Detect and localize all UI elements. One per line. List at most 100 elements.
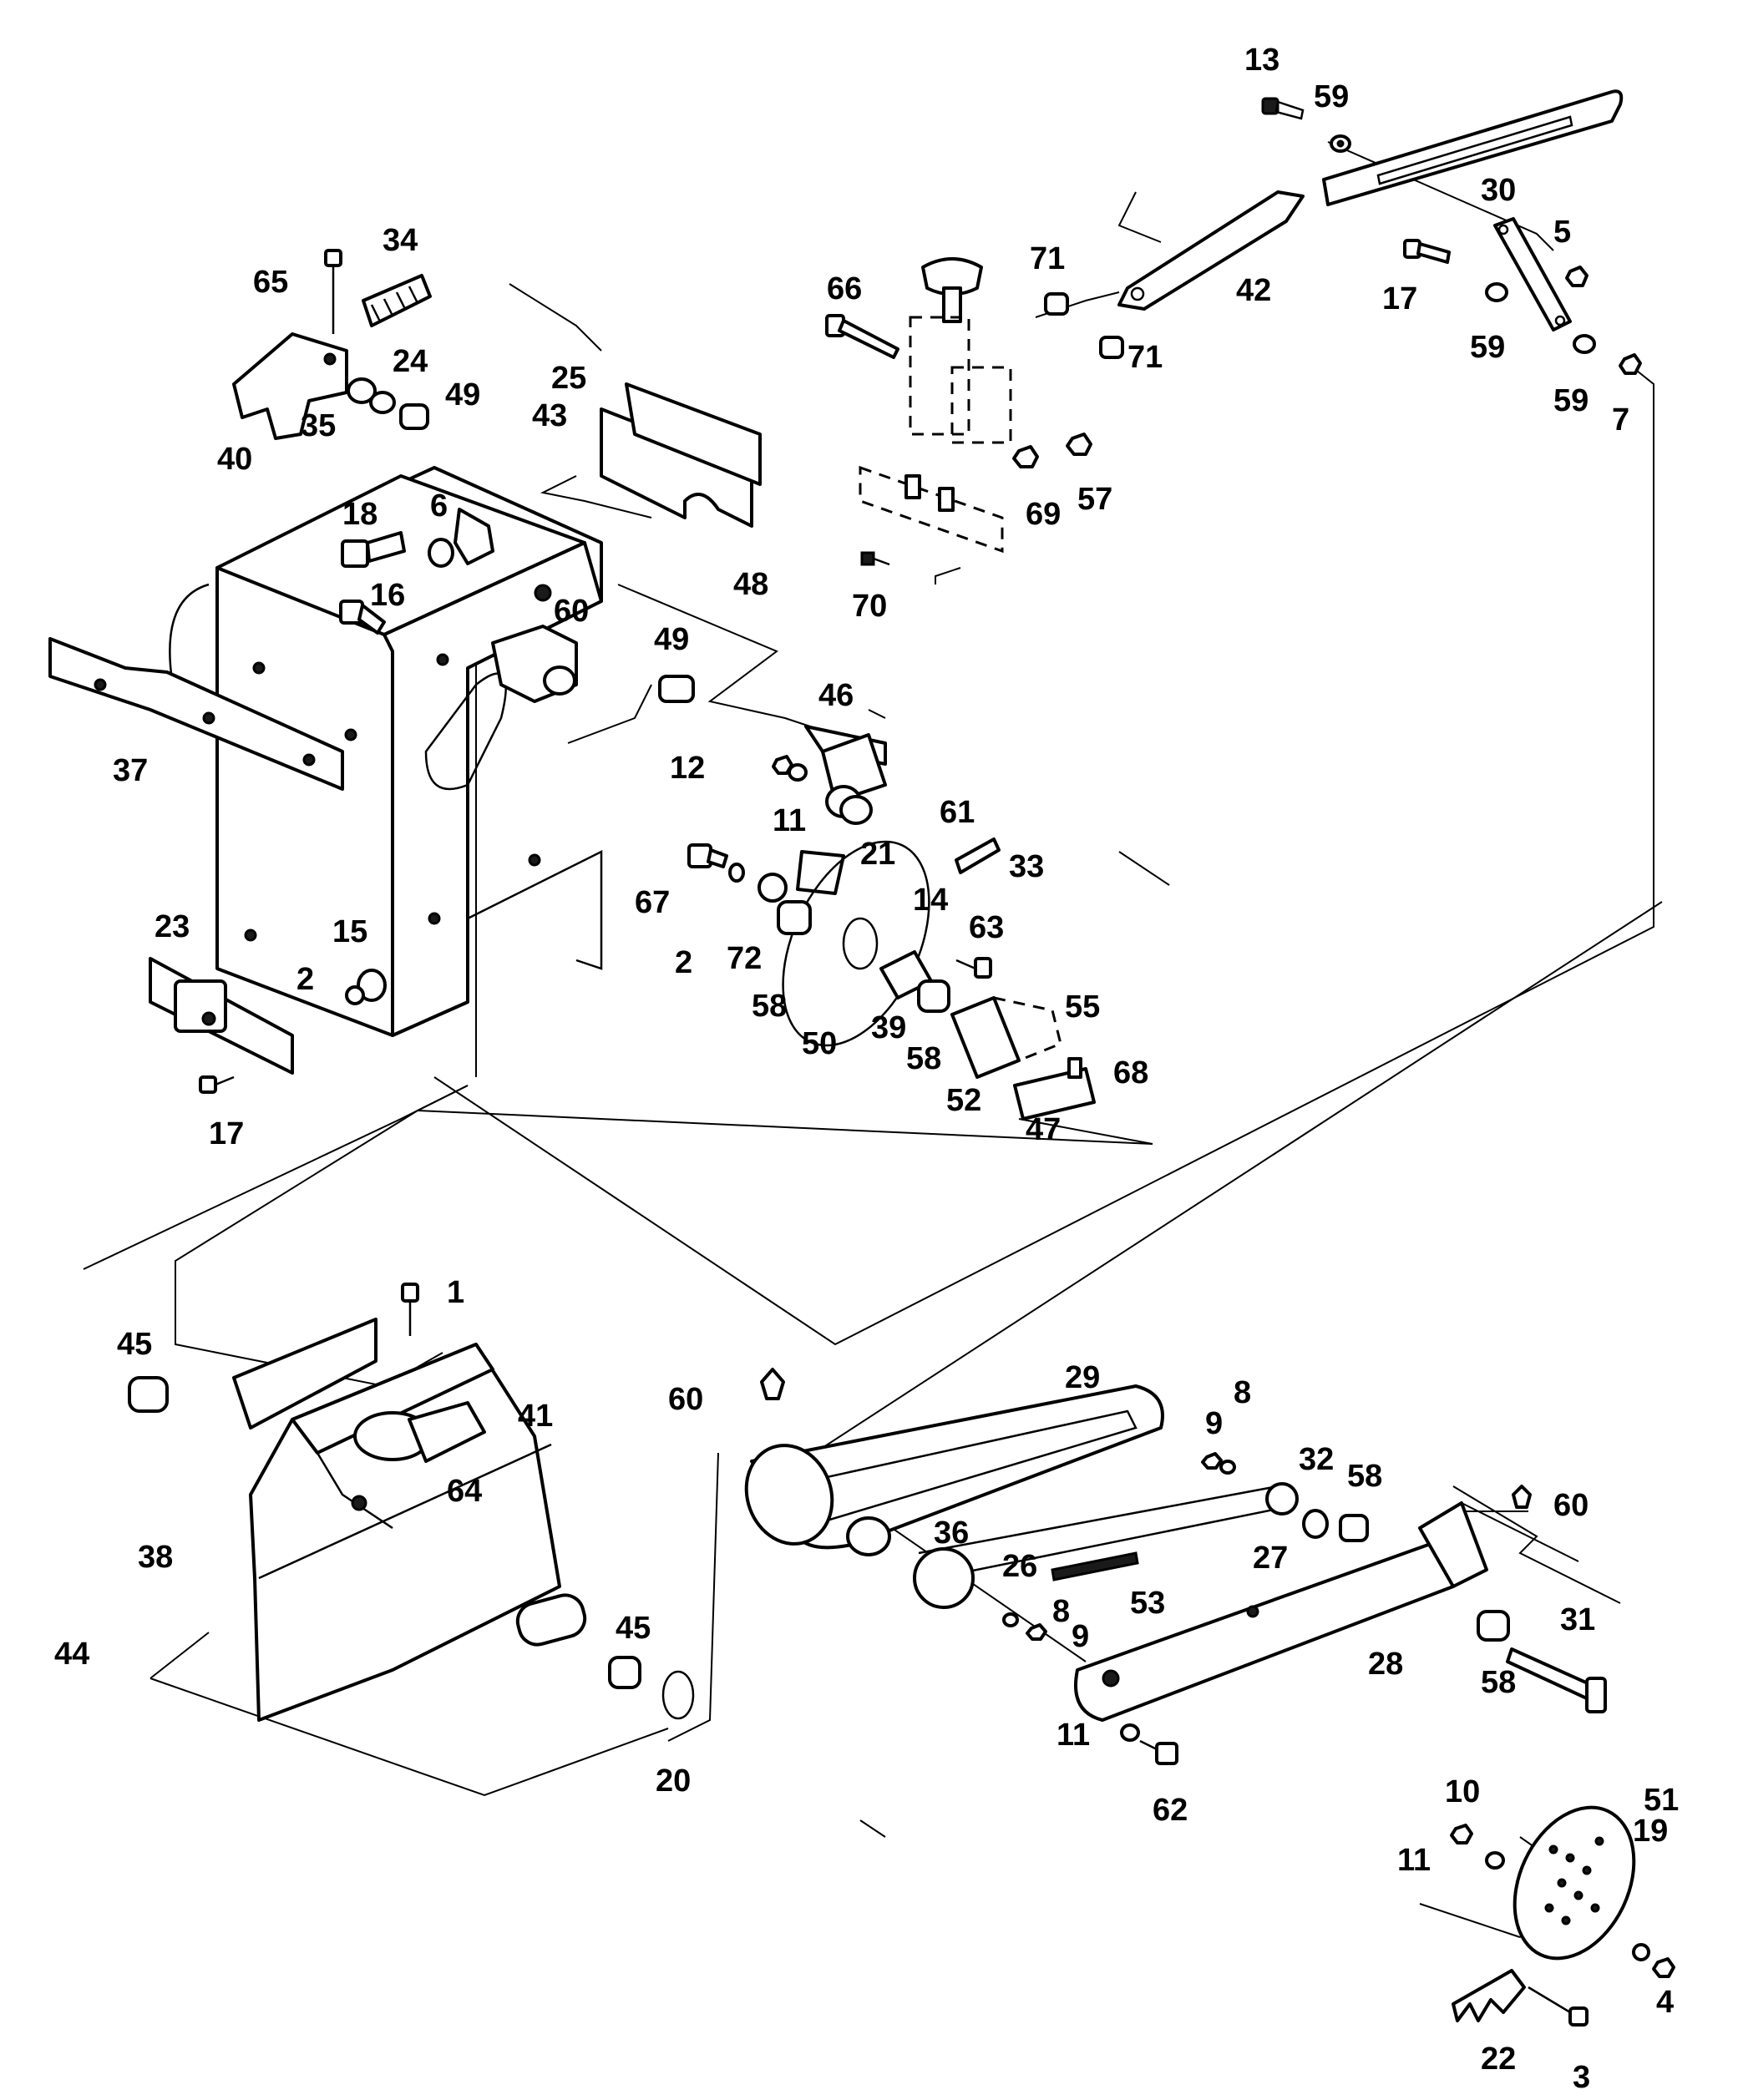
label-28: 28 (1368, 1647, 1403, 1682)
label-38: 38 (138, 1540, 173, 1575)
label-43: 43 (532, 398, 567, 433)
bushing-49-mid (658, 675, 695, 703)
bushing-49-top (399, 403, 429, 430)
label-55: 55 (1065, 989, 1100, 1025)
bushing-44 (128, 1376, 169, 1413)
label-33: 33 (1009, 849, 1044, 884)
bolt-17-lower (199, 1075, 235, 1094)
label-50: 50 (802, 1026, 837, 1061)
label-36: 36 (934, 1516, 969, 1551)
label-29: 29 (1065, 1360, 1100, 1395)
screw-65 (324, 249, 342, 334)
label-15: 15 (332, 914, 367, 949)
label-53: 53 (1130, 1586, 1165, 1621)
label-41: 41 (518, 1399, 553, 1434)
label-64: 64 (447, 1474, 482, 1509)
handle-bar-lower (1117, 190, 1305, 311)
nut-washer-11-mid (772, 755, 808, 782)
knob-61 (839, 795, 873, 825)
label-18: 18 (342, 497, 377, 532)
label-47: 47 (1026, 1112, 1061, 1147)
label-60-housing: 60 (554, 594, 589, 629)
nut-15-washer-2 (345, 969, 387, 1005)
label-68: 68 (1113, 1055, 1148, 1090)
label-58-right-bottom: 58 (1481, 1665, 1516, 1700)
label-66: 66 (827, 271, 862, 306)
label-46: 46 (818, 678, 854, 713)
label-8-lower: 8 (1052, 1594, 1070, 1629)
handle-bolt-13 (1261, 97, 1305, 120)
chute-housing (232, 1318, 695, 1722)
pivot-block-60 (491, 584, 578, 703)
label-45-top: 45 (117, 1327, 152, 1362)
label-19: 19 (1633, 1814, 1668, 1849)
washer-11-bolt-62 (1120, 1723, 1178, 1765)
label-45-mid: 45 (616, 1611, 651, 1646)
washers-2-72 (728, 863, 788, 903)
bolts-16-18 (339, 531, 406, 635)
label-69: 69 (1026, 497, 1061, 532)
label-32: 32 (1299, 1442, 1334, 1477)
label-30: 30 (1481, 173, 1516, 208)
screw-3 (1528, 1986, 1589, 2027)
label-31: 31 (1560, 1602, 1595, 1637)
label-2-clutch: 2 (675, 945, 692, 980)
label-26: 26 (1002, 1549, 1037, 1584)
label-3: 3 (1573, 2060, 1590, 2095)
label-4: 4 (1656, 1985, 1674, 2020)
label-5: 5 (1553, 215, 1571, 250)
plate-25-43 (600, 382, 762, 528)
washer-6 (428, 508, 494, 568)
label-6: 6 (430, 488, 448, 524)
blade-22 (1452, 1969, 1526, 2022)
housing-plate-23 (149, 957, 294, 1075)
washer-32-bushing-58 (1302, 1509, 1369, 1542)
label-25: 25 (551, 361, 586, 396)
label-7: 7 (1612, 402, 1629, 438)
label-37: 37 (113, 753, 148, 788)
label-13: 13 (1244, 43, 1279, 78)
pin-63 (955, 957, 992, 979)
label-23: 23 (155, 909, 190, 944)
label-57: 57 (1077, 482, 1112, 517)
screw-70 (860, 551, 890, 566)
bolt-17-handle (1403, 239, 1451, 264)
bushing-58-disc (777, 900, 812, 935)
label-62: 62 (1153, 1793, 1188, 1828)
label-65: 65 (253, 265, 288, 300)
label-59-top: 59 (1314, 79, 1349, 114)
arm-29 (744, 1384, 1164, 1556)
label-71-top: 71 (1030, 241, 1065, 276)
label-71-bottom: 71 (1127, 340, 1163, 375)
label-59-mid: 59 (1470, 330, 1505, 365)
spring-34 (362, 274, 432, 327)
crank-46 (804, 725, 887, 818)
label-59-right: 59 (1553, 383, 1589, 418)
bolt-66 (825, 314, 899, 359)
label-58-right-top: 58 (1347, 1459, 1382, 1494)
label-58-disc: 58 (752, 989, 787, 1024)
label-9-upper: 9 (1205, 1406, 1223, 1441)
label-27: 27 (1253, 1541, 1288, 1576)
label-39: 39 (871, 1010, 906, 1045)
sprocket-52-55 (950, 996, 1062, 1079)
washers-8-9-upper (1201, 1452, 1236, 1475)
nut-10-washer-11 (1450, 1824, 1505, 1870)
height-adjuster-assembly (859, 257, 1012, 554)
label-42: 42 (1236, 273, 1271, 308)
spacers-71 (1044, 292, 1124, 359)
washer-59-top (1330, 134, 1351, 153)
label-49-top: 49 (445, 377, 480, 412)
label-61: 61 (940, 795, 975, 830)
label-52: 52 (946, 1083, 981, 1118)
grease-fitting-60-right (1512, 1485, 1532, 1509)
label-72: 72 (727, 941, 762, 976)
handle-bar-upper (1322, 89, 1624, 206)
washers-59-right (1485, 282, 1596, 354)
label-14: 14 (913, 883, 948, 918)
housing-bracket-37 (48, 637, 344, 791)
label-10: 10 (1445, 1774, 1480, 1809)
bolt-67 (687, 843, 728, 868)
bushing-58-shaft (917, 979, 950, 1013)
